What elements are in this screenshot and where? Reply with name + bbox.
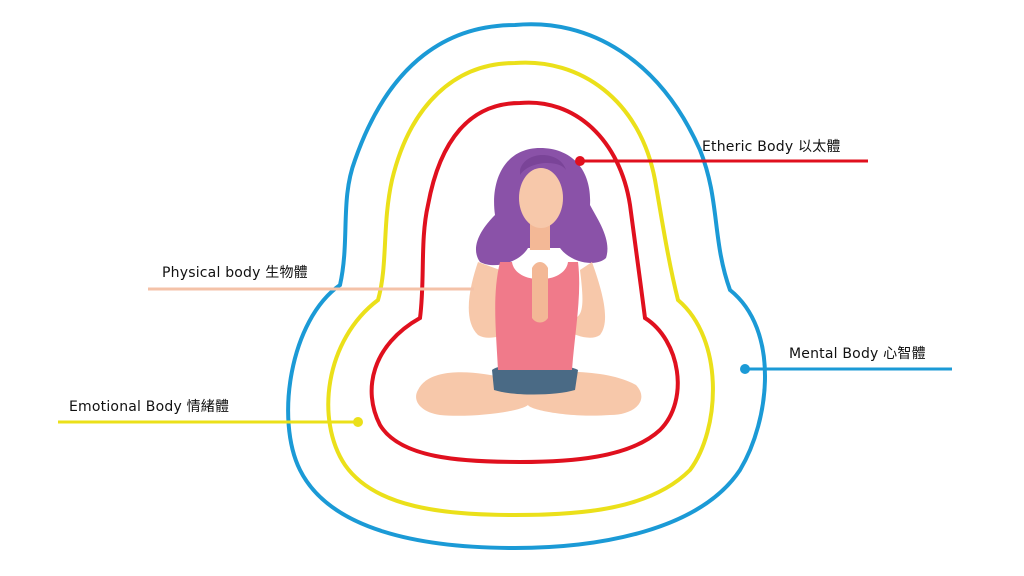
emotional-dot bbox=[353, 417, 363, 427]
etheric-body-aura bbox=[369, 100, 680, 465]
praying-hands bbox=[532, 262, 548, 323]
shorts bbox=[492, 364, 578, 395]
hair-front bbox=[520, 155, 566, 175]
mental-body-label: Mental Body 心智體 bbox=[789, 346, 926, 362]
neck bbox=[530, 222, 550, 250]
etheric-leader bbox=[575, 156, 868, 166]
mental-body-aura bbox=[286, 22, 767, 551]
face bbox=[519, 168, 563, 228]
meditating-figure bbox=[416, 148, 642, 416]
etheric-body-label: Etheric Body 以太體 bbox=[702, 139, 841, 155]
emotional-body-aura bbox=[326, 60, 715, 518]
physical-body-label: Physical body 生物體 bbox=[162, 265, 308, 281]
emotional-leader bbox=[58, 417, 363, 427]
mental-leader bbox=[740, 364, 952, 374]
emotional-body-label: Emotional Body 情緒體 bbox=[69, 399, 230, 415]
